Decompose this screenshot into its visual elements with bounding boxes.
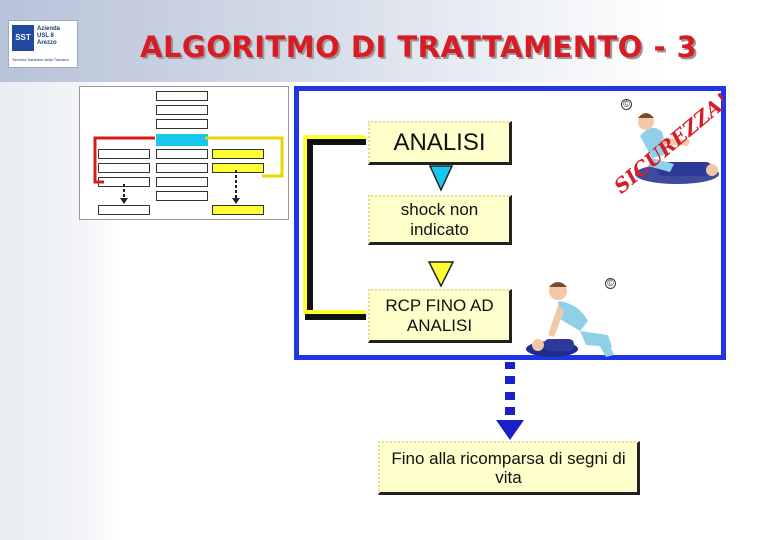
thumb-box [98,205,150,215]
thumb-box [156,191,208,201]
organization-logo: SST Azienda USL 8 Arezzo Servizio Sanita… [8,20,78,68]
logo-mark: SST [12,25,34,51]
loop-back-connector [303,135,366,320]
safety-illustration: SICUREZZA! [612,92,724,196]
header-band [0,0,780,82]
analisi-box: ANALISI [368,121,512,165]
copyright-mark-cpr: © [605,278,616,289]
thumb-dashed-arrow-right [232,170,240,204]
arrow-down-analisi-to-shock [428,165,454,192]
thumb-box [156,119,208,129]
thumb-red-connector [93,136,155,184]
dashed-arrow-to-final [496,362,524,440]
thumb-box-yellow [212,149,264,159]
thumb-box [156,149,208,159]
thumb-box [156,163,208,173]
fino-alla-ricomparsa-box: Fino alla ricomparsa di segni di vita [378,441,640,495]
logo-subtext: Servizio Sanitario della Toscana [12,57,69,62]
thumb-box [156,91,208,101]
thumb-box [98,163,150,173]
algorithm-thumbnail [79,86,289,220]
arrow-down-shock-to-rcp [427,261,455,288]
thumb-box-highlighted [156,134,208,146]
thumb-box [156,105,208,115]
thumb-box [98,149,150,159]
rcp-fino-ad-analisi-box: RCP FINO AD ANALISI [368,289,512,343]
thumb-yellow-connector [205,136,284,178]
thumb-box-yellow [212,205,264,215]
shock-non-indicato-box: shock non indicato [368,195,512,245]
thumb-box-yellow [212,163,264,173]
copyright-mark: © [621,99,632,110]
thumb-dashed-arrow-left [120,184,128,204]
logo-text: Azienda USL 8 Arezzo [37,26,61,46]
cpr-illustration [526,282,614,357]
thumb-box [156,177,208,187]
page-title: ALGORITMO DI TRATTAMENTO - 3 [140,30,698,64]
